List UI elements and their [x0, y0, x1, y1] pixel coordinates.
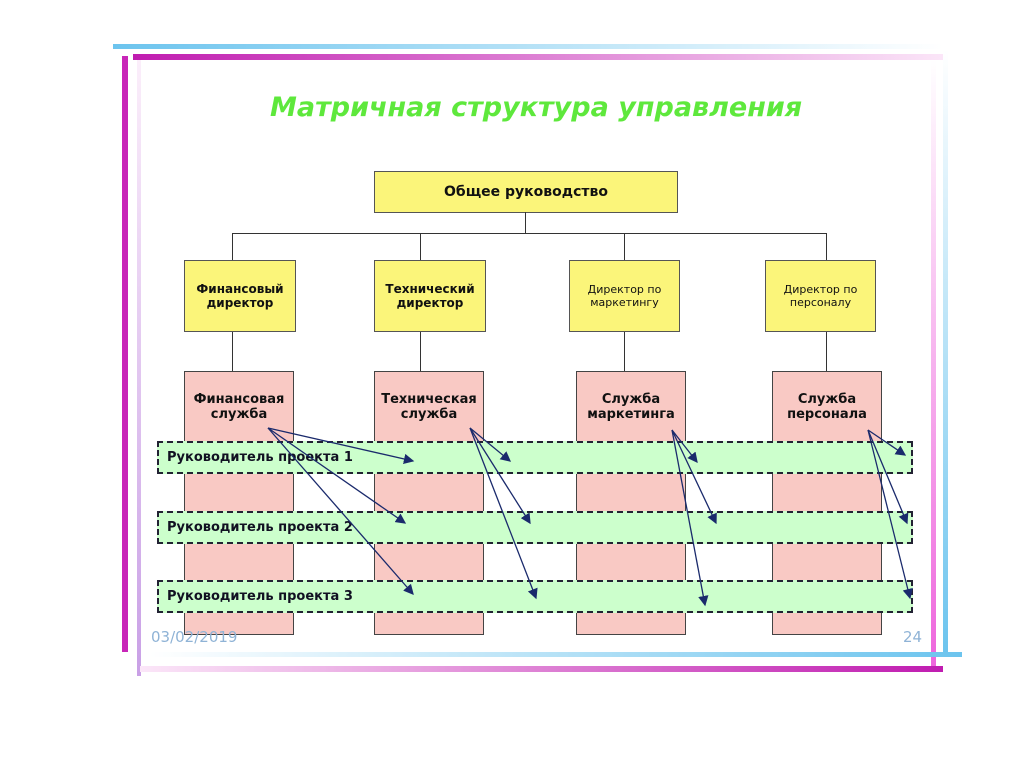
arrow [267, 427, 414, 595]
arrow [469, 427, 538, 600]
director-marketing: Директор по маркетингу [569, 260, 680, 332]
arrow [671, 429, 717, 525]
footer-page-number: 24 [903, 628, 923, 646]
arrow [867, 429, 913, 600]
arrow [469, 427, 512, 462]
footer-date: 03/02/2019 [151, 628, 238, 646]
frame-line-left-lilac [137, 60, 141, 676]
frame-line-top-blue [113, 44, 943, 49]
slide-title: Матричная структура управления [270, 92, 803, 123]
project-manager-3: Руководитель проекта 3 [157, 580, 913, 613]
frame-line-left-magenta [122, 56, 128, 652]
director-personnel: Директор по персоналу [765, 260, 876, 332]
connector [232, 233, 827, 234]
frame-line-top-magenta [133, 54, 945, 60]
project-manager-2: Руководитель проекта 2 [157, 511, 913, 544]
arrow [267, 427, 407, 524]
director-financial: Финансовый директор [184, 260, 296, 332]
frame-line-right-pink [931, 60, 936, 666]
director-technical: Технический директор [374, 260, 486, 332]
arrow [671, 429, 698, 464]
frame-line-bottom-blue [150, 652, 962, 657]
frame-line-right-blue [943, 50, 948, 656]
connector [525, 212, 526, 233]
arrow [469, 427, 531, 525]
frame-line-bottom-magenta [140, 666, 943, 672]
project-manager-1: Руководитель проекта 1 [157, 441, 913, 474]
general-management-box: Общее руководство [374, 171, 678, 213]
arrow [671, 429, 709, 607]
arrow [267, 427, 415, 465]
arrow [867, 429, 907, 456]
arrow [867, 429, 909, 525]
